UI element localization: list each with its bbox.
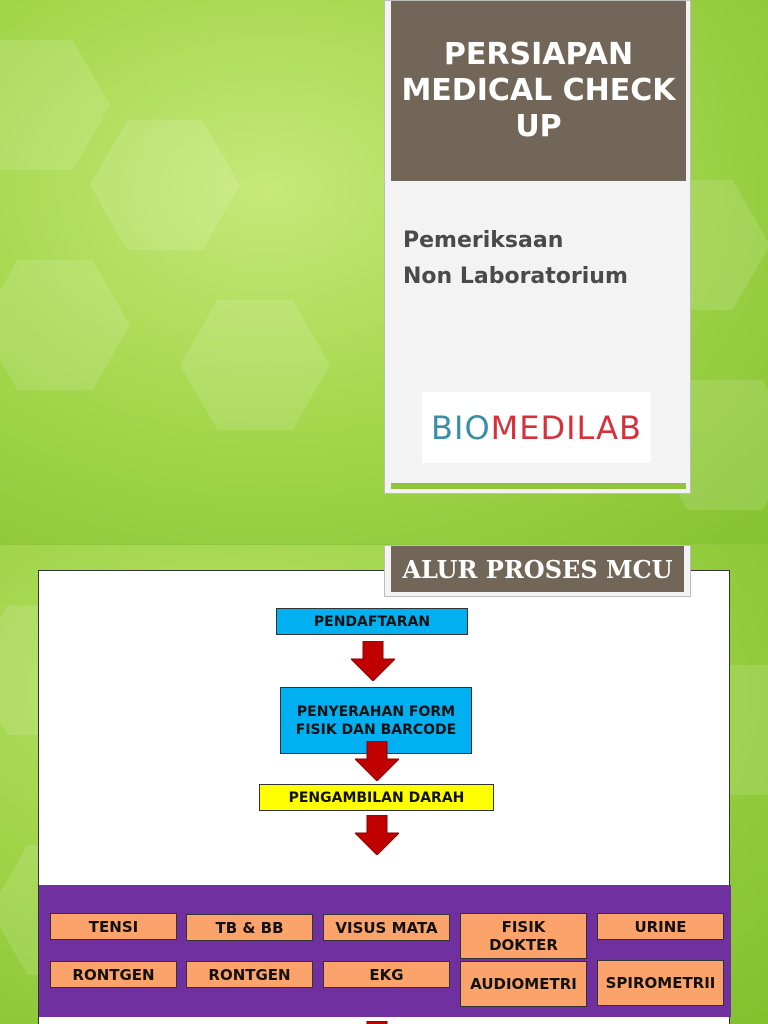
exam-tensi: TENSI xyxy=(50,913,177,940)
flowchart-frame: PENDAFTARAN PENYERAHAN FORM FISIK DAN BA… xyxy=(38,570,731,1024)
title-box: PERSIAPAN MEDICAL CHECK UP xyxy=(391,1,686,181)
exam-ekg: EKG xyxy=(323,961,450,988)
exam-station-band: TENSI TB & BB VISUS MATA FISIK DOKTER UR… xyxy=(39,885,731,1017)
exam-rontgen-1: RONTGEN xyxy=(50,961,177,988)
exam-fisik-dokter: FISIK DOKTER xyxy=(460,913,587,959)
arrow-down-icon xyxy=(351,641,395,681)
exam-tb-bb: TB & BB xyxy=(186,914,313,941)
title-card: PERSIAPAN MEDICAL CHECK UP Pemeriksaan N… xyxy=(384,0,691,494)
arrow-down-icon xyxy=(366,1021,388,1024)
process-slide: PENDAFTARAN PENYERAHAN FORM FISIK DAN BA… xyxy=(0,545,768,1024)
slide-subtitle: Pemeriksaan Non Laboratorium xyxy=(403,228,628,289)
step-pendaftaran: PENDAFTARAN xyxy=(276,608,468,635)
arrow-down-icon xyxy=(355,815,399,855)
exam-rontgen-2: RONTGEN xyxy=(186,961,313,988)
exam-urine: URINE xyxy=(597,913,724,940)
process-header: ALUR PROSES MCU xyxy=(384,545,691,597)
exam-spirometri: SPIROMETRII xyxy=(597,960,724,1006)
exam-audiometri: AUDIOMETRI xyxy=(460,961,587,1007)
process-title: ALUR PROSES MCU xyxy=(402,554,673,584)
step-pengambilan-darah: PENGAMBILAN DARAH xyxy=(259,784,494,811)
arrow-down-icon xyxy=(355,741,399,781)
accent-bar xyxy=(391,483,686,489)
title-slide: PERSIAPAN MEDICAL CHECK UP Pemeriksaan N… xyxy=(0,0,768,544)
exam-visus-mata: VISUS MATA xyxy=(323,914,450,941)
slide-title: PERSIAPAN MEDICAL CHECK UP xyxy=(401,37,676,144)
